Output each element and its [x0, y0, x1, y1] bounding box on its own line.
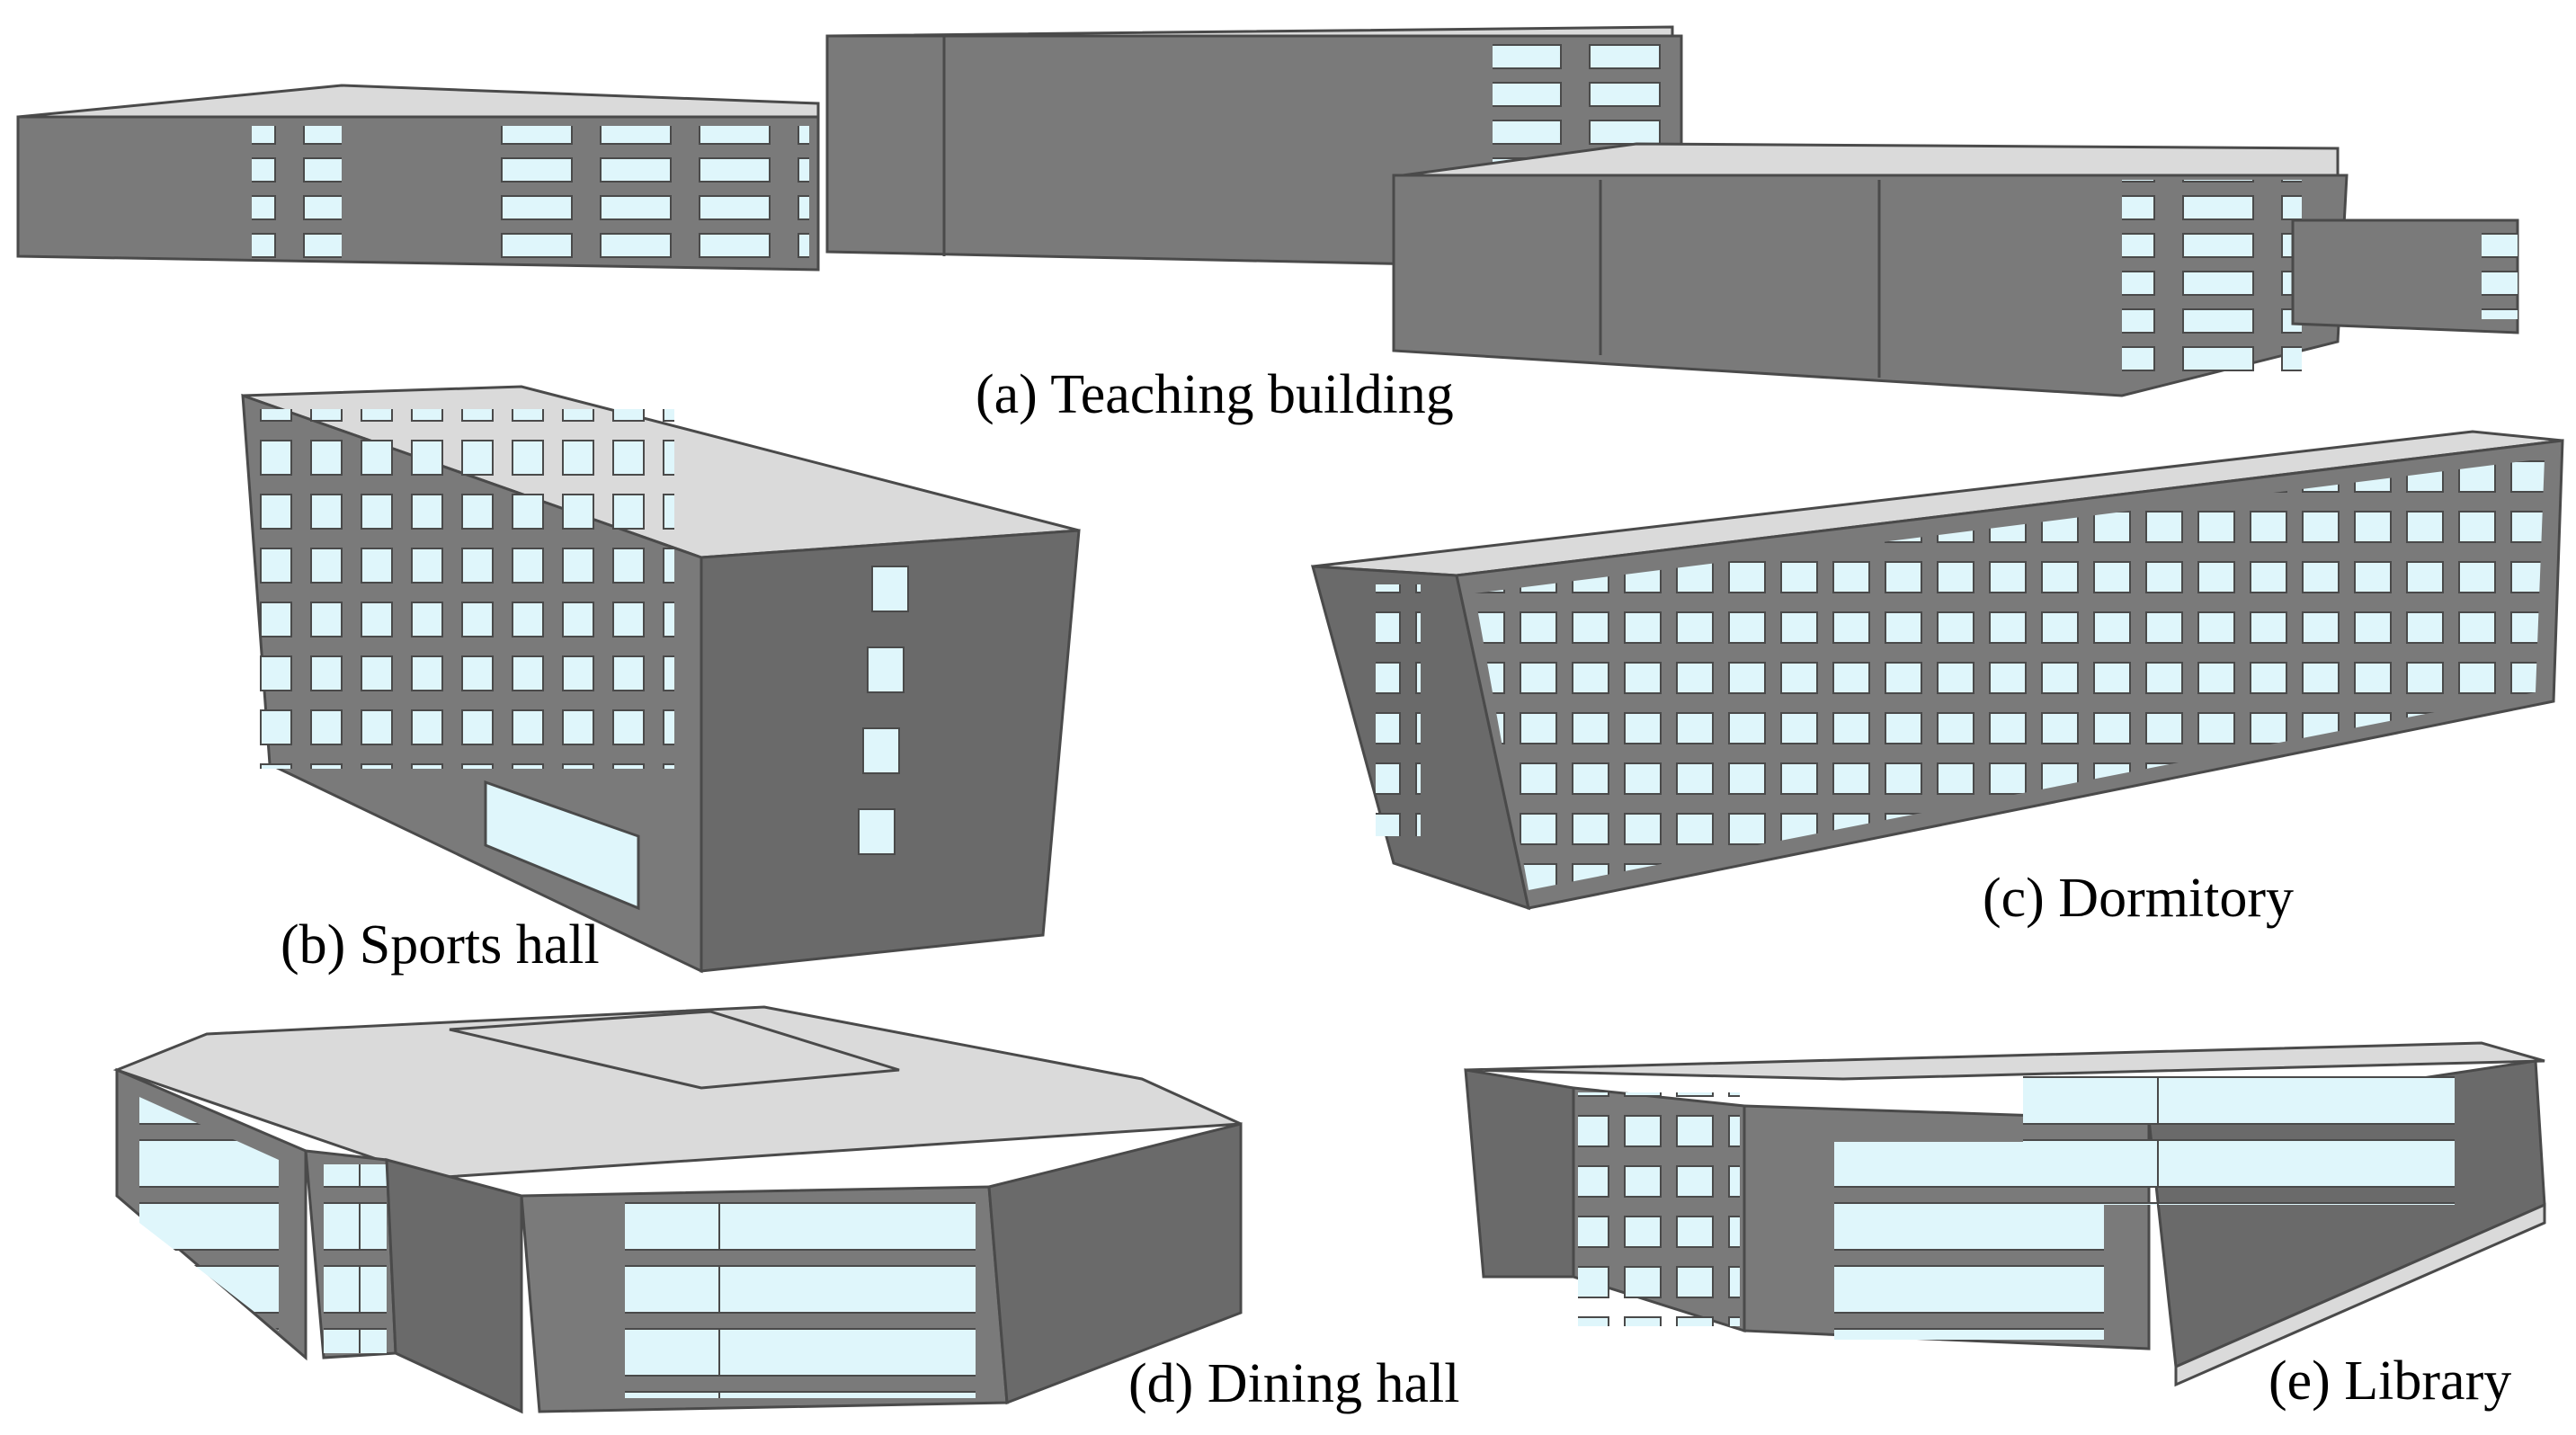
caption-library: (e) Library: [2268, 1350, 2512, 1412]
teaching-building-model: [16, 25, 2519, 397]
caption-teaching-building: (a) Teaching building: [976, 364, 1454, 425]
caption-sports-hall: (b) Sports hall: [281, 914, 600, 976]
dining-hall-model: [112, 1005, 1243, 1414]
caption-dormitory: (c) Dormitory: [1983, 868, 2295, 929]
dormitory-model: [1311, 430, 2564, 911]
sports-hall-model: [241, 385, 1081, 974]
caption-dining-hall: (d) Dining hall: [1128, 1353, 1460, 1414]
library-model: [1464, 1041, 2546, 1387]
